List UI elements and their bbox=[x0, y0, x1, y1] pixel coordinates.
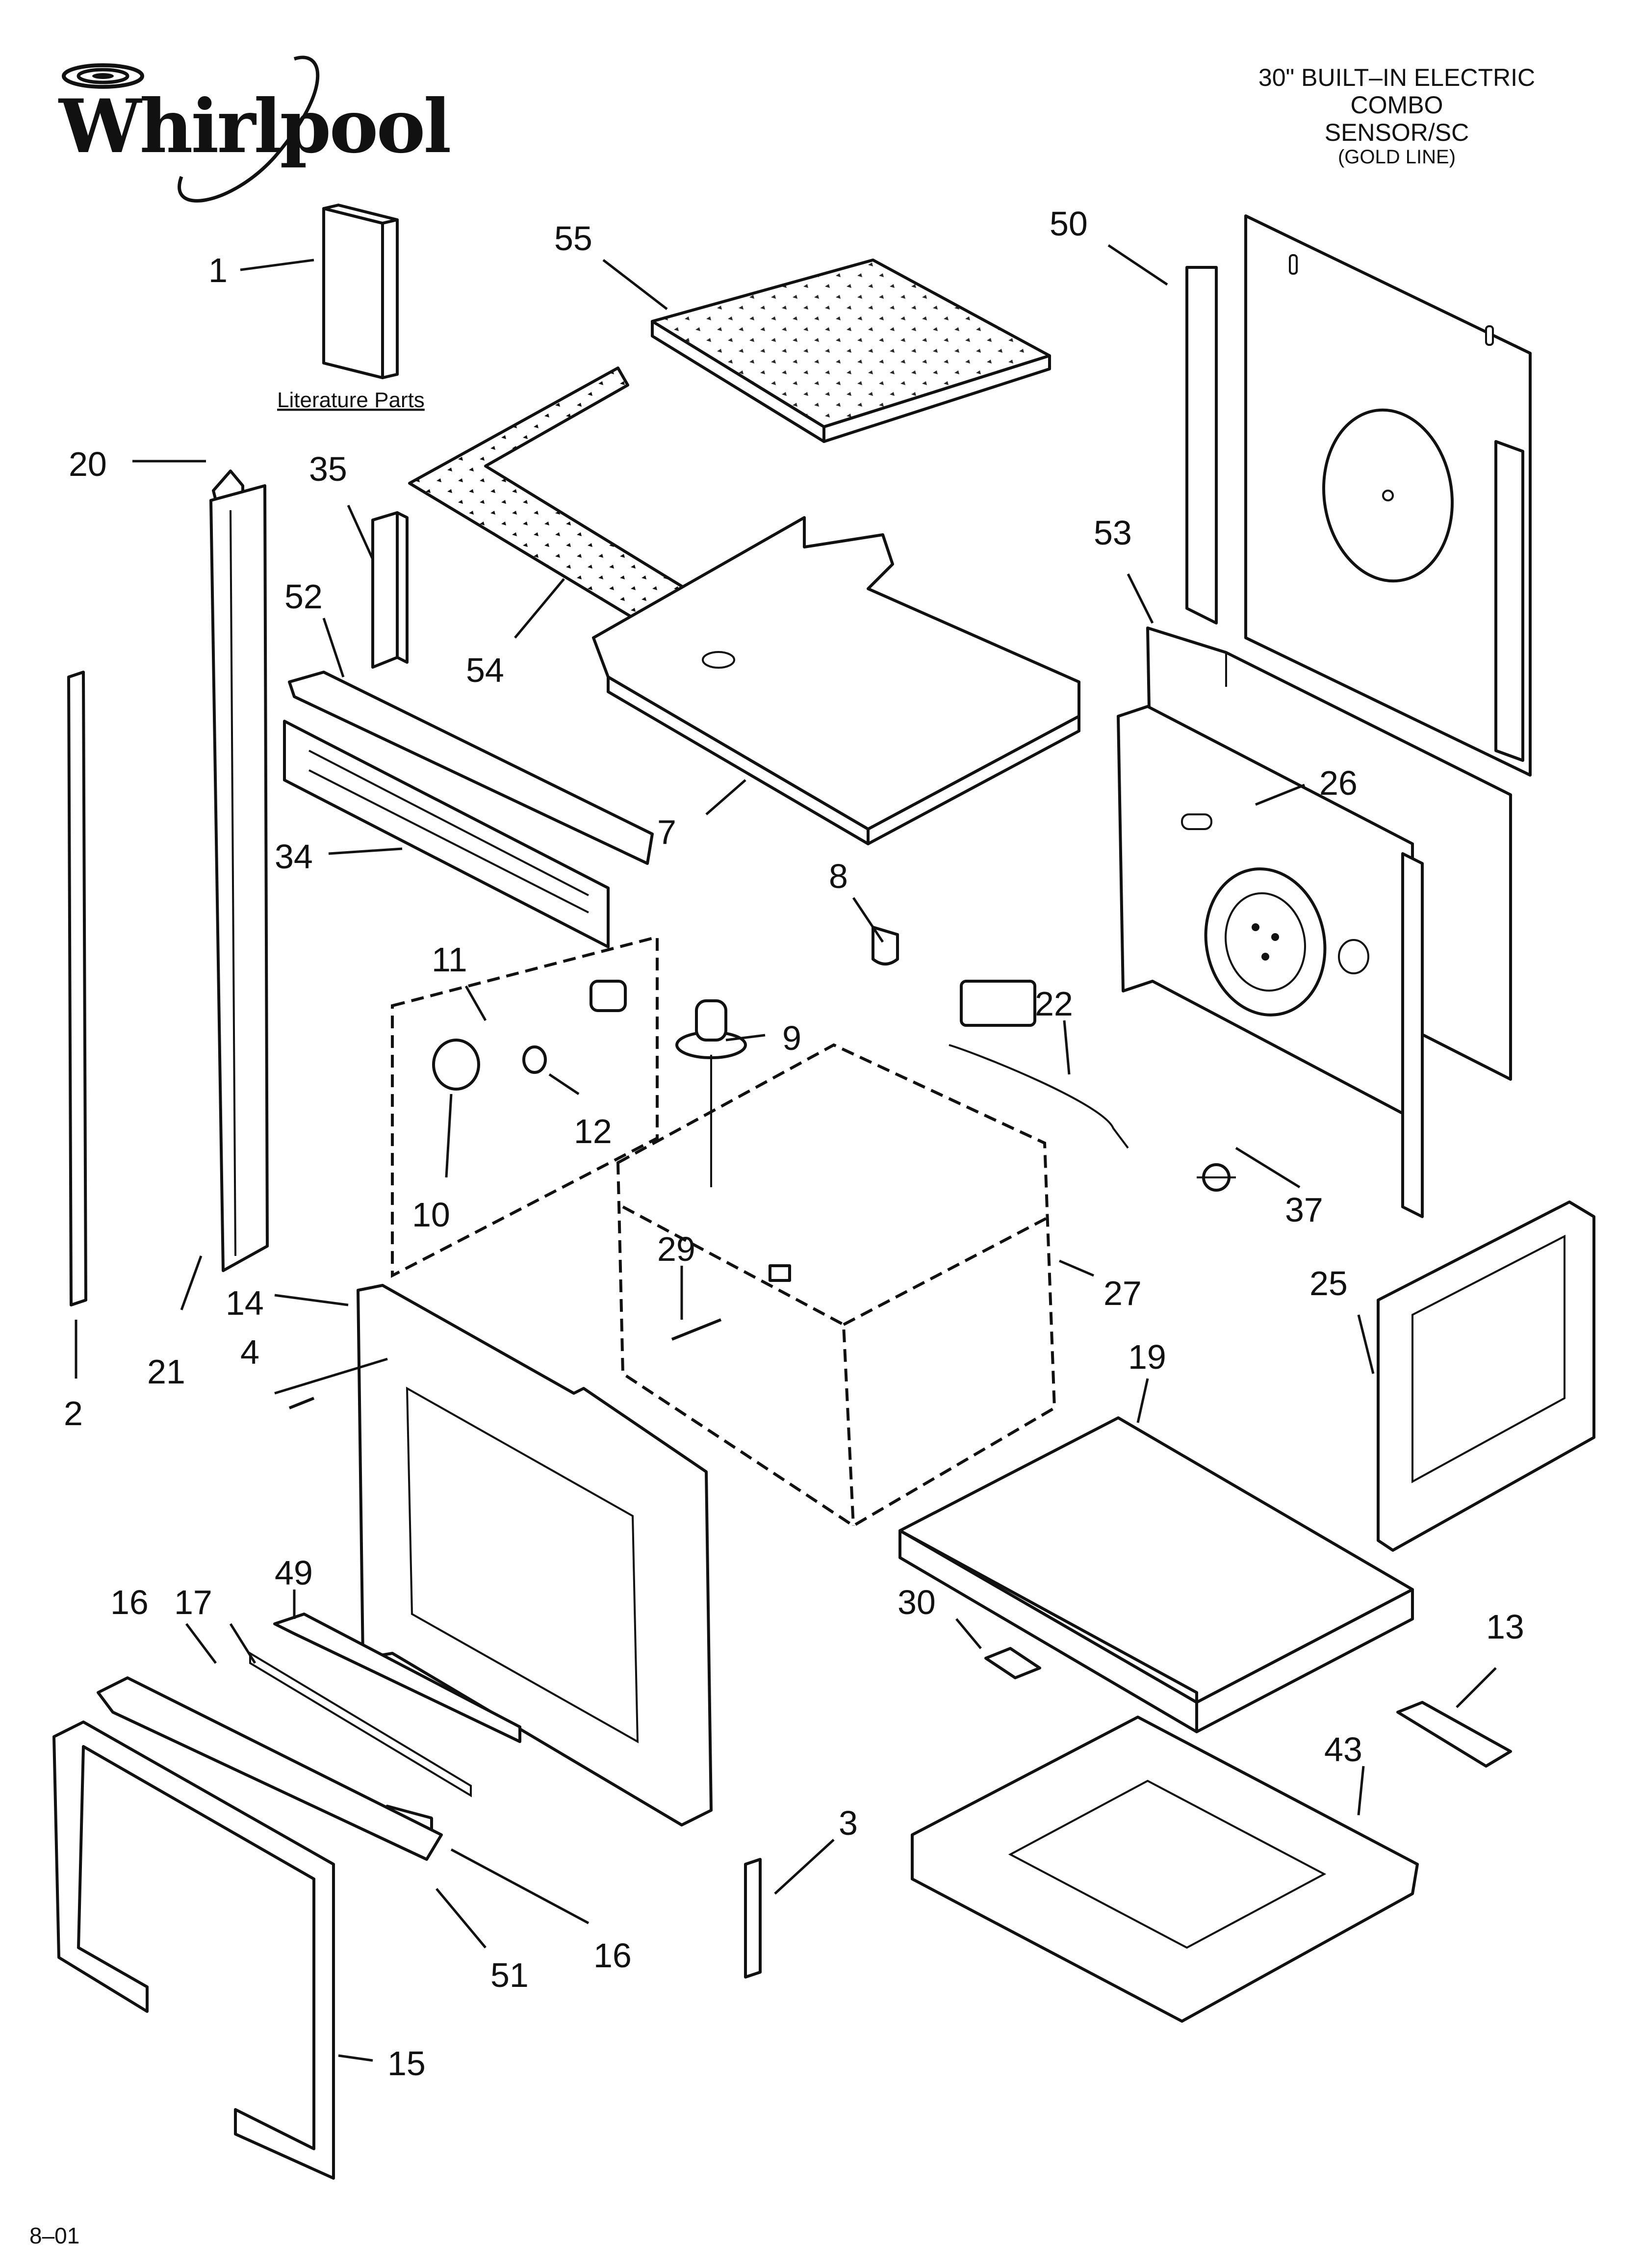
callout-30: 30 bbox=[898, 1583, 936, 1621]
part-side-panel-right bbox=[1377, 1200, 1595, 1552]
callout-11: 11 bbox=[432, 940, 467, 979]
part-side-trims bbox=[67, 469, 269, 1306]
callout-51: 51 bbox=[490, 1956, 529, 1994]
part-hinge-bracket bbox=[744, 1858, 762, 1979]
part-literature bbox=[322, 204, 399, 379]
callout-8: 8 bbox=[829, 857, 848, 895]
callout-29: 29 bbox=[657, 1230, 695, 1268]
callout-37: 37 bbox=[1285, 1191, 1323, 1229]
callout-13: 13 bbox=[1486, 1608, 1524, 1646]
callout-9: 9 bbox=[782, 1019, 801, 1057]
part-thermostat bbox=[675, 999, 747, 1187]
callout-19: 19 bbox=[1128, 1338, 1166, 1376]
callout-16b: 16 bbox=[593, 1936, 632, 1975]
revision-code: 8–01 bbox=[29, 2223, 80, 2248]
part-front-frame bbox=[357, 1284, 713, 1826]
callout-10: 10 bbox=[412, 1196, 450, 1234]
part-sensor bbox=[1197, 1163, 1236, 1192]
callout-53: 53 bbox=[1094, 514, 1132, 552]
callout-35: 35 bbox=[309, 450, 347, 488]
callout-4: 4 bbox=[240, 1333, 259, 1371]
part-lamp-kit bbox=[391, 935, 659, 1278]
part-rear-panel bbox=[1185, 214, 1532, 777]
callout-20: 20 bbox=[69, 445, 107, 483]
callout-50: 50 bbox=[1050, 205, 1088, 243]
callout-52: 52 bbox=[284, 577, 323, 616]
callout-3: 3 bbox=[839, 1804, 858, 1842]
literature-parts-label: Literature Parts bbox=[277, 388, 425, 412]
callout-7: 7 bbox=[657, 813, 676, 851]
title-line-2: COMBO bbox=[1350, 91, 1443, 119]
callout-14: 14 bbox=[226, 1284, 264, 1322]
callout-34: 34 bbox=[275, 837, 313, 876]
part-top-panel bbox=[592, 516, 1080, 845]
part-oven-liner bbox=[616, 1043, 1056, 1528]
part-bottom-pan bbox=[911, 1716, 1419, 2023]
callout-26: 26 bbox=[1319, 764, 1358, 802]
callout-55: 55 bbox=[554, 219, 592, 258]
callout-15: 15 bbox=[387, 2044, 426, 2083]
callout-27: 27 bbox=[1103, 1274, 1142, 1312]
part-oven-sensor bbox=[671, 1264, 791, 1341]
callout-16a: 16 bbox=[110, 1583, 149, 1621]
part-bracket bbox=[984, 1647, 1041, 1679]
callout-1: 1 bbox=[208, 251, 228, 289]
part-terminal-block bbox=[1396, 1701, 1512, 1768]
callout-43: 43 bbox=[1324, 1730, 1362, 1769]
callout-12: 12 bbox=[574, 1112, 612, 1150]
title-line-3: SENSOR/SC bbox=[1324, 119, 1469, 146]
callout-labels: 1 2 3 4 7 8 9 10 11 12 13 14 15 16 16 17… bbox=[64, 205, 1524, 2083]
logo-swirl-icon bbox=[62, 55, 320, 203]
callout-17: 17 bbox=[174, 1583, 212, 1621]
part-insulation-top bbox=[651, 259, 1051, 443]
leader-lines bbox=[75, 244, 1497, 2062]
callout-22: 22 bbox=[1035, 985, 1073, 1023]
part-vent bbox=[371, 511, 409, 669]
model-title-block: 30" BUILT–IN ELECTRIC COMBO SENSOR/SC (G… bbox=[1225, 64, 1568, 168]
part-top-shield bbox=[898, 1416, 1414, 1733]
callout-54: 54 bbox=[466, 651, 504, 689]
part-screw bbox=[288, 1397, 315, 1409]
logo-wordmark: Whirlpool bbox=[59, 83, 451, 170]
title-line-4: (GOLD LINE) bbox=[1337, 146, 1456, 168]
part-door-gasket bbox=[52, 1721, 335, 2180]
title-line-1: 30" BUILT–IN ELECTRIC bbox=[1258, 64, 1536, 91]
part-door-trim bbox=[97, 1676, 443, 1861]
callout-2: 2 bbox=[64, 1394, 83, 1433]
part-bake-element bbox=[949, 980, 1129, 1149]
part-rear-frame bbox=[1117, 705, 1424, 1218]
callout-21: 21 bbox=[147, 1353, 185, 1391]
callout-25: 25 bbox=[1309, 1264, 1348, 1303]
part-vent-grille bbox=[283, 671, 654, 948]
callout-49: 49 bbox=[275, 1554, 313, 1592]
